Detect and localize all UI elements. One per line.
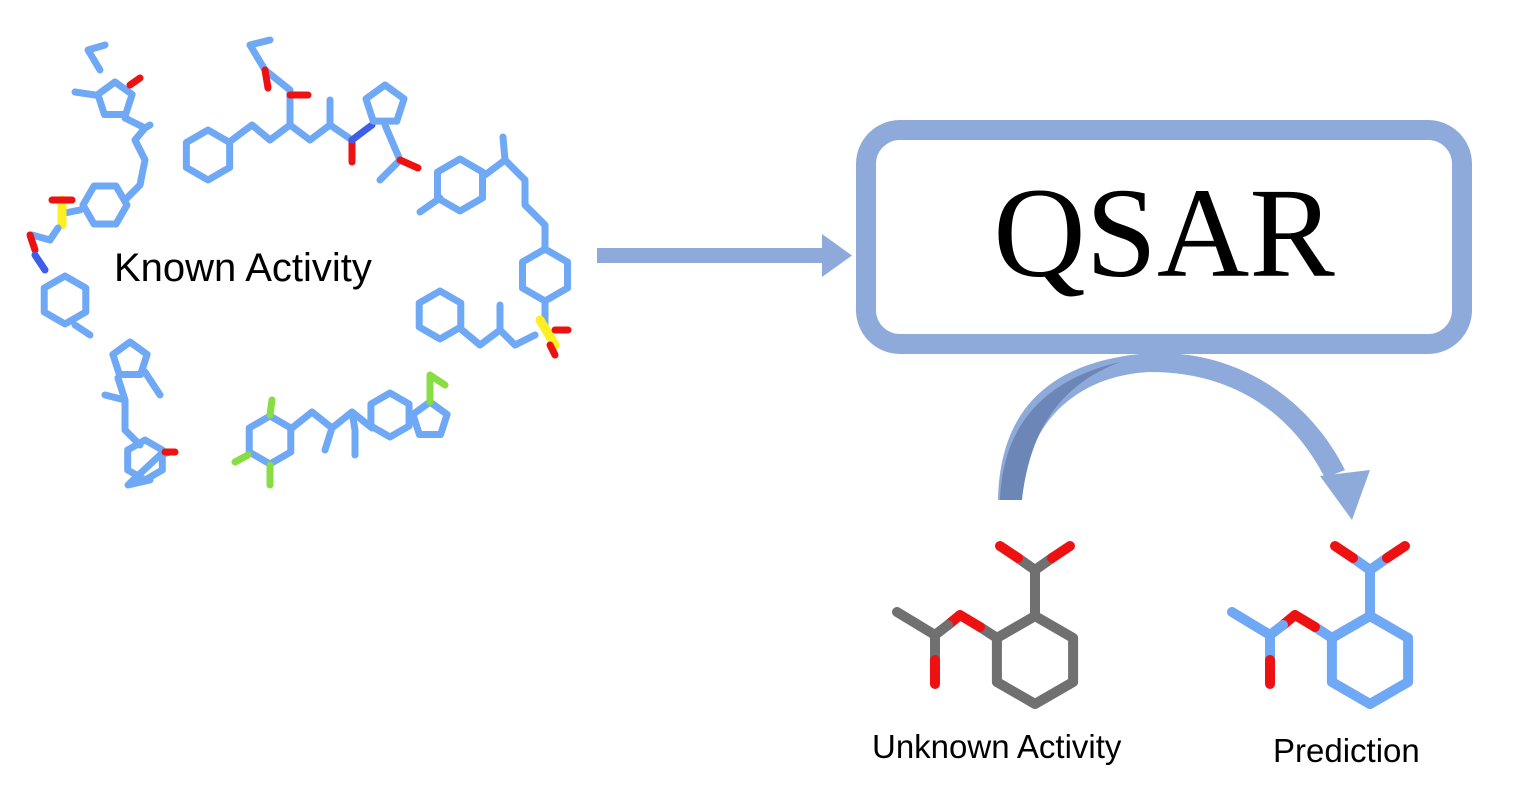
bond xyxy=(995,541,1023,563)
bond xyxy=(321,424,336,454)
bond xyxy=(518,245,572,305)
bond xyxy=(61,206,84,217)
bond xyxy=(433,155,487,215)
bond xyxy=(261,66,272,92)
bond xyxy=(501,156,549,254)
bond xyxy=(141,368,164,399)
unknown-molecule xyxy=(892,541,1079,709)
known-activity-label: Known Activity xyxy=(114,246,372,290)
bond xyxy=(1326,611,1414,709)
bond xyxy=(409,398,451,439)
bond xyxy=(1047,541,1075,563)
bond xyxy=(546,341,559,359)
bond xyxy=(288,408,359,459)
bond xyxy=(228,121,294,144)
bond xyxy=(1278,610,1320,632)
bond xyxy=(396,156,422,172)
bond xyxy=(286,121,356,144)
bond xyxy=(1227,607,1288,640)
bond xyxy=(109,338,151,379)
bond xyxy=(376,121,404,184)
bond xyxy=(943,610,985,632)
bond xyxy=(79,182,131,228)
bond xyxy=(26,231,39,254)
bond xyxy=(40,272,90,328)
bond xyxy=(362,81,408,125)
bond xyxy=(121,124,149,204)
qsar-box xyxy=(856,120,1472,354)
bond xyxy=(266,396,276,419)
bond xyxy=(101,374,129,404)
bond xyxy=(31,251,49,274)
unknown-activity-label: Unknown Activity xyxy=(872,728,1122,765)
predicted-molecule xyxy=(1227,541,1414,709)
bond xyxy=(1382,541,1410,563)
bond xyxy=(991,611,1079,709)
bond xyxy=(126,74,144,89)
bond xyxy=(231,451,252,466)
bond xyxy=(28,224,62,244)
prediction-label: Prediction xyxy=(1273,732,1420,769)
bond xyxy=(94,78,136,119)
bond xyxy=(367,389,413,441)
bond xyxy=(182,126,234,184)
bond xyxy=(892,607,953,640)
bond xyxy=(415,287,465,343)
bond xyxy=(426,371,449,406)
arrow-to-qsar xyxy=(597,234,852,277)
bond xyxy=(71,88,99,99)
bond xyxy=(481,133,509,179)
bond xyxy=(416,194,444,216)
qsar-title: QSAR xyxy=(993,162,1335,304)
bond xyxy=(535,315,560,350)
bond xyxy=(1330,541,1358,563)
bond xyxy=(71,321,94,339)
bond xyxy=(245,412,295,468)
curved-prediction-arrow xyxy=(998,352,1370,520)
bond xyxy=(458,326,504,349)
bond xyxy=(121,396,144,449)
known-molecules xyxy=(26,36,572,489)
bond xyxy=(496,301,539,349)
bond xyxy=(84,41,109,74)
bond xyxy=(348,121,376,144)
